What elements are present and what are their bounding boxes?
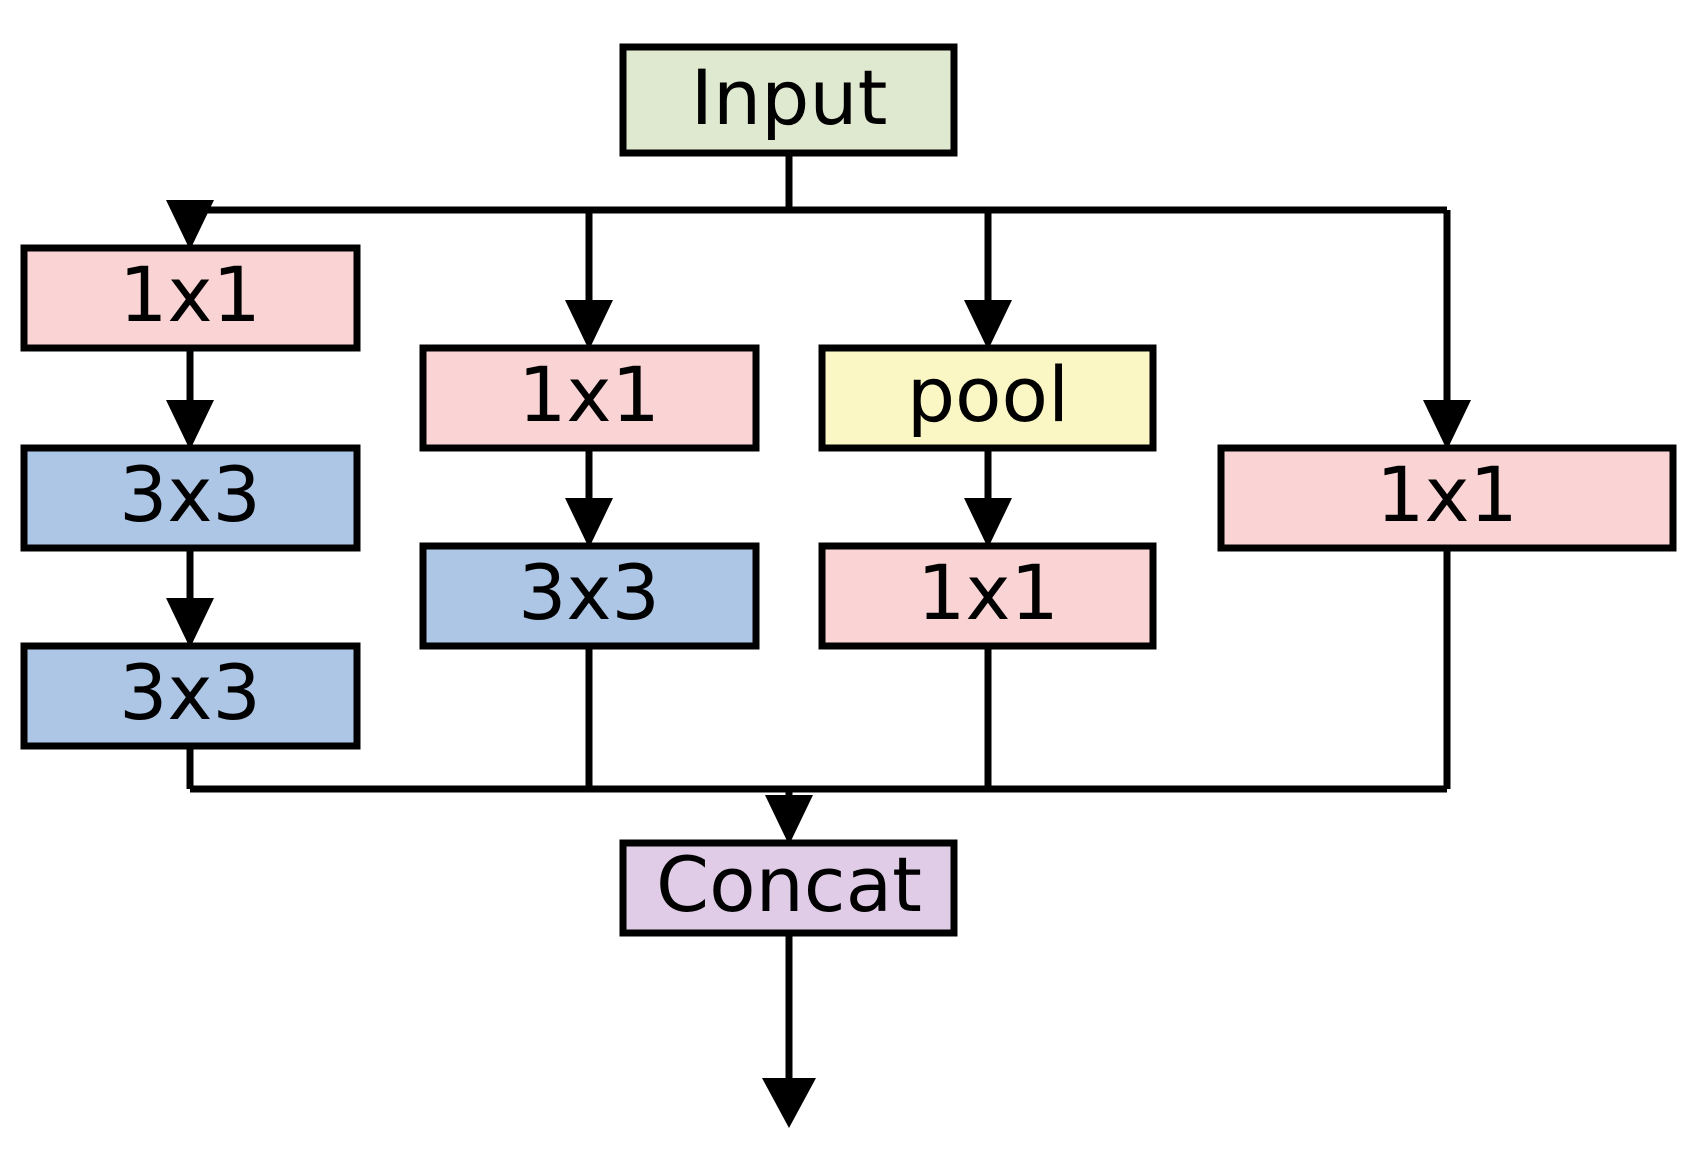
- arrowhead-branch4-in: [1423, 400, 1471, 450]
- arrowhead-b1conv2-in: [166, 400, 214, 450]
- node-input-label: Input: [691, 53, 888, 142]
- node-branch4-conv1x1-rect[interactable]: [1217, 444, 1677, 552]
- node-branch2-conv1x1[interactable]: 1x1: [419, 344, 760, 452]
- node-concat-label: Concat: [656, 840, 922, 929]
- node-branch2-conv3x3[interactable]: 3x3: [419, 542, 760, 650]
- arrowhead-branch3-in: [964, 300, 1012, 350]
- node-branch1-conv1x1[interactable]: 1x1: [20, 244, 361, 352]
- node-concat-rect[interactable]: [619, 839, 958, 937]
- node-branch2-conv3x3-rect[interactable]: [419, 542, 760, 650]
- node-branch3-conv1x1-label: 1x1: [917, 548, 1059, 637]
- node-branch3-conv1x1[interactable]: 1x1: [818, 542, 1157, 650]
- node-input-rect[interactable]: [619, 43, 958, 157]
- arrowhead-output: [762, 1078, 816, 1128]
- node-branch3-pool-rect[interactable]: [818, 344, 1157, 452]
- node-branch1-conv1x1-rect[interactable]: [20, 244, 361, 352]
- node-branch3-pool-label: pool: [907, 350, 1069, 439]
- node-branch1-conv3x3-b[interactable]: 3x3: [20, 642, 361, 750]
- node-branch1-conv1x1-label: 1x1: [119, 250, 261, 339]
- node-branch3-pool[interactable]: pool: [818, 344, 1157, 452]
- connectors-group: [166, 153, 1471, 1128]
- node-branch1-conv3x3-a-rect[interactable]: [20, 444, 361, 552]
- arrowhead-concat-in: [765, 795, 813, 845]
- arrowhead-b1conv3-in: [166, 598, 214, 648]
- node-branch2-conv1x1-label: 1x1: [518, 350, 660, 439]
- node-branch1-conv3x3-b-rect[interactable]: [20, 642, 361, 750]
- arrowhead-b2conv2-in: [565, 498, 613, 548]
- node-branch1-conv3x3-a[interactable]: 3x3: [20, 444, 361, 552]
- node-branch2-conv3x3-label: 3x3: [518, 548, 660, 637]
- node-branch1-conv3x3-a-label: 3x3: [119, 450, 261, 539]
- arrowhead-b3conv1-in: [964, 498, 1012, 548]
- node-branch2-conv1x1-rect[interactable]: [419, 344, 760, 452]
- node-branch4-conv1x1[interactable]: 1x1: [1217, 444, 1677, 552]
- node-branch3-conv1x1-rect[interactable]: [818, 542, 1157, 650]
- nodes-group: Input 1x1 3x3 3x3 1x1: [20, 43, 1677, 937]
- arrowhead-branch1-in: [166, 200, 214, 250]
- arrowhead-branch2-in: [565, 300, 613, 350]
- node-branch1-conv3x3-b-label: 3x3: [119, 648, 261, 737]
- node-branch4-conv1x1-label: 1x1: [1376, 450, 1518, 539]
- node-input[interactable]: Input: [619, 43, 958, 157]
- node-concat[interactable]: Concat: [619, 839, 958, 937]
